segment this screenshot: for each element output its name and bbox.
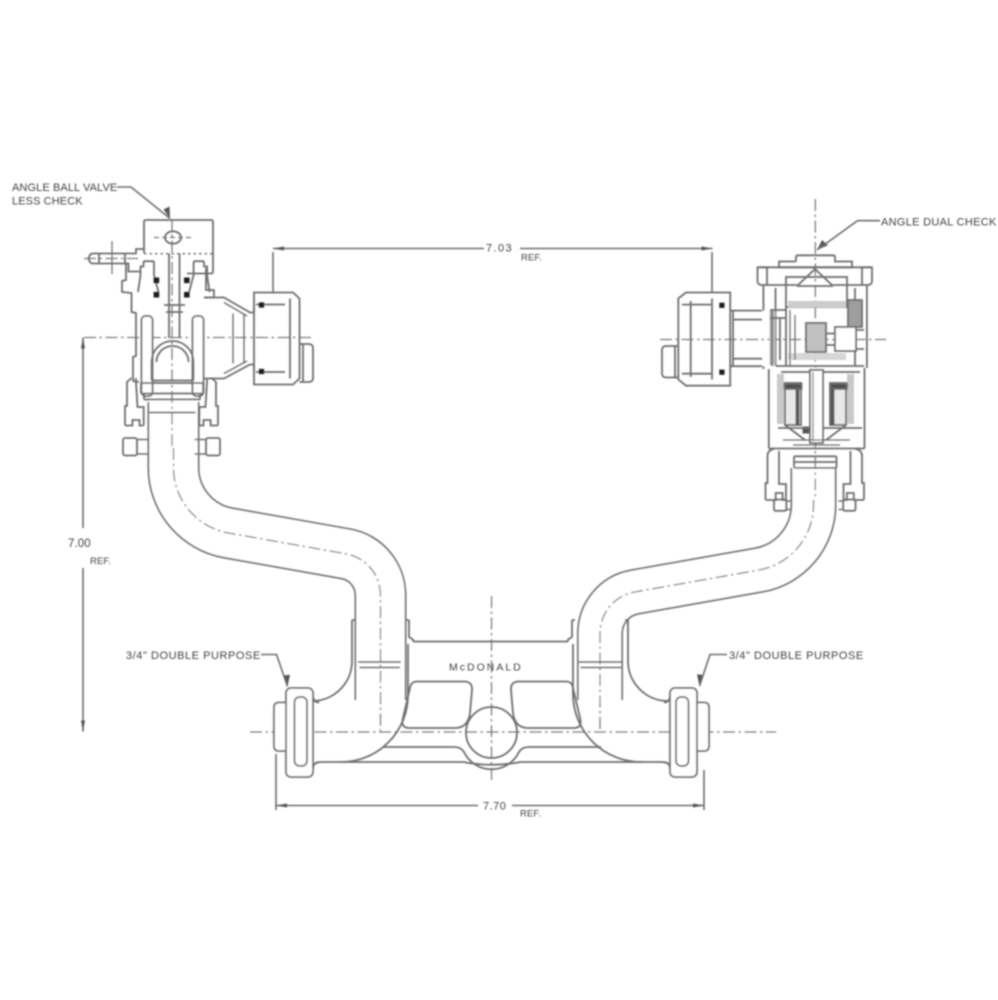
svg-text:REF.: REF. xyxy=(90,556,111,567)
svg-text:7.70: 7.70 xyxy=(483,801,506,813)
svg-text:McDONALD: McDONALD xyxy=(449,662,523,674)
svg-text:LESS CHECK: LESS CHECK xyxy=(12,196,83,208)
svg-text:REF.: REF. xyxy=(520,809,541,820)
svg-text:REF.: REF. xyxy=(521,253,542,264)
svg-text:7.00: 7.00 xyxy=(68,538,91,550)
svg-text:3/4" DOUBLE PURPOSE: 3/4" DOUBLE PURPOSE xyxy=(729,650,864,662)
svg-text:3/4" DOUBLE PURPOSE: 3/4" DOUBLE PURPOSE xyxy=(126,650,261,662)
svg-text:7.03: 7.03 xyxy=(486,243,513,255)
svg-text:ANGLE DUAL CHECK: ANGLE DUAL CHECK xyxy=(881,217,997,229)
svg-text:ANGLE BALL VALVE: ANGLE BALL VALVE xyxy=(12,182,117,194)
